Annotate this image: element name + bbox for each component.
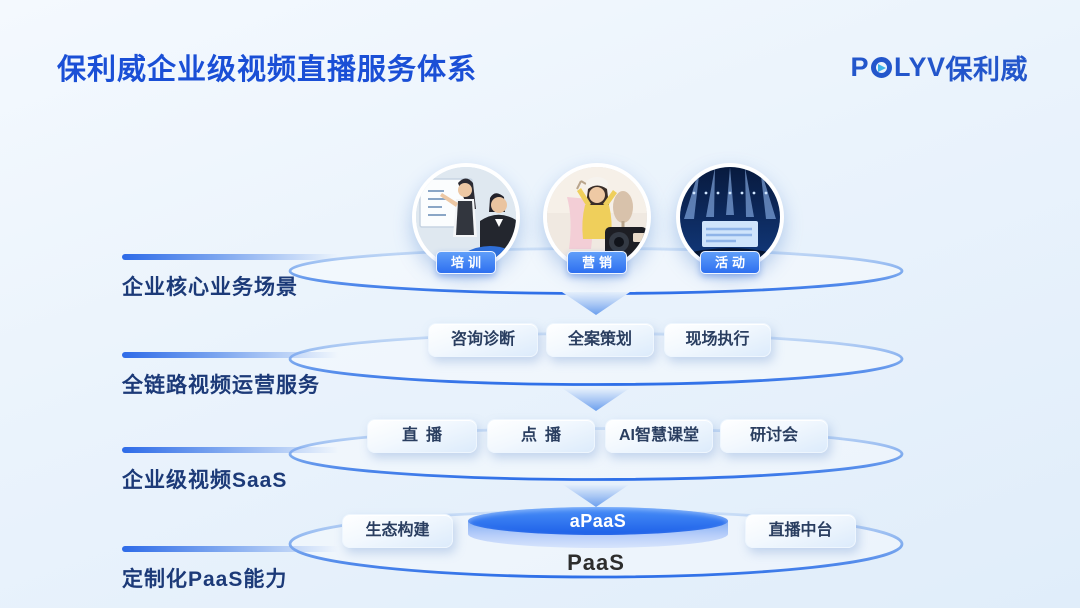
- tier-label-saas: 企业级视频SaaS: [122, 447, 372, 494]
- label-accent-bar: [122, 546, 357, 552]
- down-arrow-icon: [562, 292, 630, 315]
- page-title: 保利威企业级视频直播服务体系: [57, 54, 478, 86]
- label-accent-bar: [122, 254, 357, 260]
- logo-letters-lyv: LYV: [893, 52, 946, 82]
- tier-label-scenes: 企业核心业务场景: [122, 254, 372, 301]
- tier-label-text: 全链路视频运营服务: [122, 374, 320, 397]
- scene-marketing: 营销: [542, 163, 652, 274]
- down-arrow-icon: [562, 484, 630, 507]
- tier-label-text: 企业级视频SaaS: [122, 469, 288, 492]
- node-full-case-planning: 全案策划: [546, 323, 654, 357]
- scene-badge-training: 培训: [436, 251, 496, 274]
- scene-badge-marketing: 营销: [567, 251, 627, 274]
- apaas-label: aPaaS: [468, 507, 728, 535]
- tier-label-text: 企业核心业务场景: [122, 276, 298, 299]
- node-webinar: 研讨会: [720, 419, 828, 453]
- paas-base-label: PaaS: [567, 550, 625, 575]
- label-accent-bar: [122, 447, 357, 453]
- tier-label-text: 定制化PaaS能力: [122, 568, 288, 591]
- marketing-livestream-photo: [543, 163, 651, 271]
- down-arrow-icon: [562, 388, 630, 411]
- scene-badge-event: 活动: [700, 251, 760, 274]
- tier-label-operations: 全链路视频运营服务: [122, 352, 372, 399]
- node-onsite-execution: 现场执行: [664, 323, 771, 357]
- label-accent-bar: [122, 352, 357, 358]
- apaas-cylinder: aPaaS: [468, 507, 728, 549]
- logo-cn-text: 保利威: [945, 55, 1028, 85]
- polyv-logo: P LYV 保利威: [850, 48, 1028, 87]
- node-live-middle-platform: 直播中台: [745, 514, 856, 548]
- node-ecosystem-building: 生态构建: [342, 514, 453, 548]
- logo-play-icon: [870, 57, 892, 78]
- node-live-streaming: 直播: [367, 419, 477, 453]
- node-consulting-diagnosis: 咨询诊断: [428, 323, 538, 357]
- node-ai-smart-classroom: AI智慧课堂: [605, 419, 713, 453]
- node-vod: 点播: [487, 419, 595, 453]
- logo-letter-p: P: [850, 52, 869, 82]
- tier-label-paas: 定制化PaaS能力: [122, 546, 372, 593]
- scene-event: 活动: [675, 163, 785, 274]
- scene-training: 培训: [411, 163, 521, 274]
